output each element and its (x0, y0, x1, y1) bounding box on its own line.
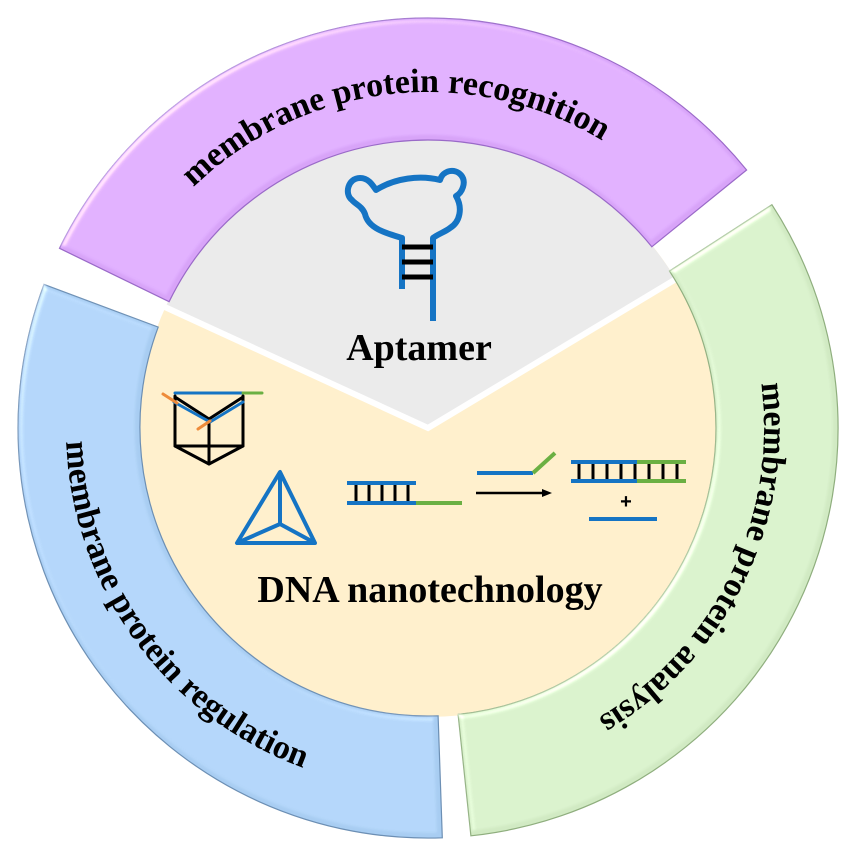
aptamer-label: Aptamer (346, 327, 492, 369)
center-disc (139, 138, 717, 717)
toehold-strand-displacement-icon (347, 451, 686, 521)
invading-strand (477, 451, 557, 475)
ring-segment-recognition (58, 17, 748, 303)
region-divider (160, 274, 681, 432)
reaction-arrow (476, 489, 552, 497)
duplex-with-toehold (347, 481, 462, 505)
dna-nanotechnology-label: DNA nanotechnology (257, 569, 602, 611)
reaction-plus: + (620, 491, 632, 513)
dna-prism-icon (161, 391, 264, 466)
aptamer-hairpin-icon (344, 167, 467, 321)
ring-segment-regulation (17, 283, 443, 839)
product-duplex (571, 460, 686, 483)
outer-ring (17, 17, 839, 839)
ring-segment-analysis (457, 203, 839, 837)
dna-tetrahedron-icon (235, 470, 317, 545)
